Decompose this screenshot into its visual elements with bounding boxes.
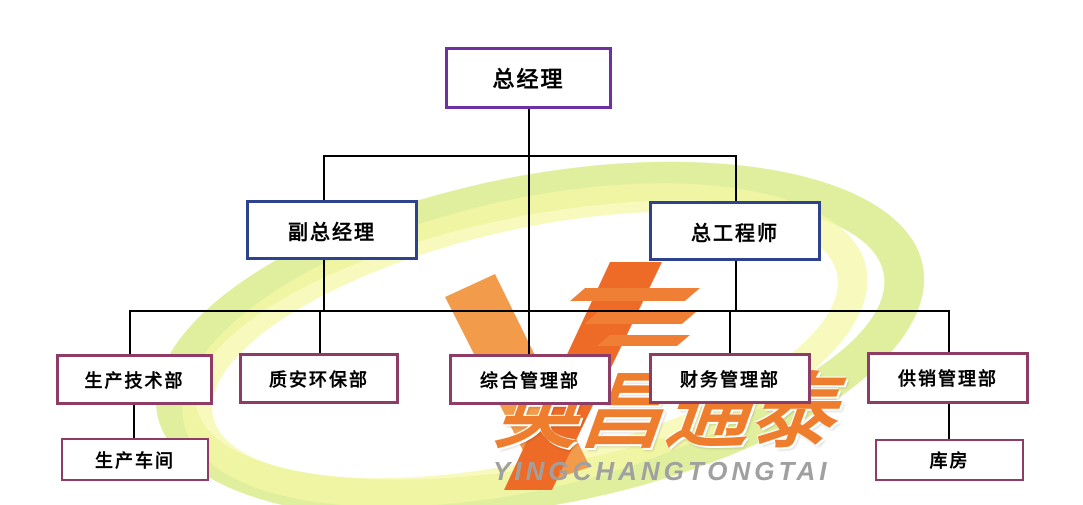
org-node-production-workshop: 生产车间 (61, 438, 209, 481)
node-label: 库房 (929, 451, 970, 471)
org-node-supply-marketing-dept: 供销管理部 (867, 352, 1029, 404)
logo-brand-english: YINGCHANGTONGTAI (493, 456, 831, 486)
connector-engineer-down (735, 261, 737, 312)
connector-drop-production (129, 310, 131, 355)
connector-drop-finance (729, 310, 731, 354)
connector-deputy-down (323, 260, 325, 312)
connector-drop-deputy (323, 155, 325, 201)
connector-hbar-level3 (129, 310, 950, 312)
connector-drop-supply (948, 310, 950, 353)
node-label: 供销管理部 (898, 369, 998, 389)
connector-drop-engineer (735, 155, 737, 201)
node-label: 财务管理部 (680, 369, 780, 390)
node-label: 质安环保部 (269, 369, 369, 390)
org-node-deputy-general-manager: 副总经理 (246, 200, 418, 260)
connector-warehouse-down (948, 404, 950, 440)
connector-center-long (528, 155, 530, 355)
connector-drop-quality (319, 310, 321, 354)
node-label: 综合管理部 (480, 370, 580, 391)
connector-workshop-down (133, 405, 135, 439)
node-label: 总工程师 (691, 222, 779, 245)
org-node-warehouse: 库房 (875, 439, 1024, 481)
org-node-general-manager: 总经理 (445, 47, 612, 109)
node-label: 生产技术部 (84, 370, 185, 391)
org-node-finance-management-dept: 财务管理部 (649, 353, 811, 404)
org-node-production-technology-dept: 生产技术部 (56, 354, 213, 405)
node-label: 副总经理 (288, 221, 376, 244)
node-label: 生产车间 (95, 450, 175, 471)
node-label: 总经理 (492, 67, 565, 92)
org-node-general-management-dept: 综合管理部 (449, 354, 611, 405)
connector-hbar-level2 (323, 155, 737, 157)
connector-root-down (528, 109, 530, 157)
org-node-chief-engineer: 总工程师 (649, 201, 821, 261)
org-node-quality-safety-environment-dept: 质安环保部 (239, 353, 399, 404)
